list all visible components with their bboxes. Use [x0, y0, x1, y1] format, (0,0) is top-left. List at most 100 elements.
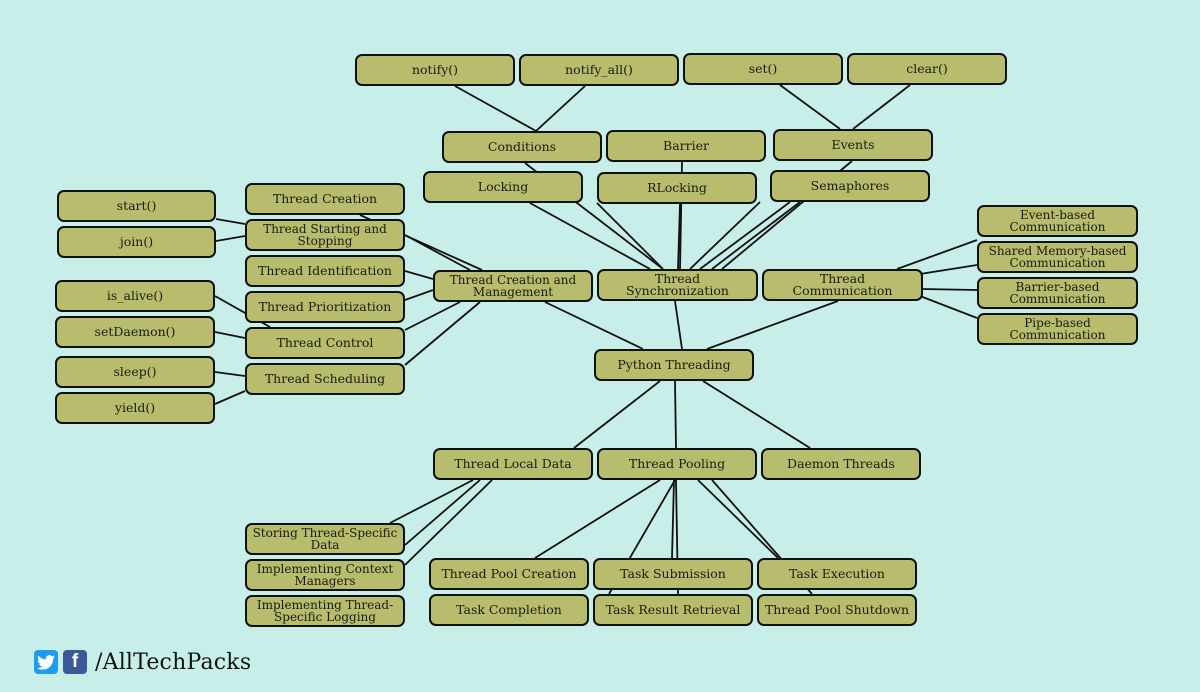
node-thread-logging: Implementing Thread-Specific Logging [245, 595, 405, 627]
node-label: Thread Creation and Management [449, 272, 577, 299]
node-set-daemon: setDaemon() [55, 316, 215, 348]
node-label: notify_all() [565, 62, 633, 77]
node-join: join() [57, 226, 216, 258]
node-label: Pipe-based Communication [1009, 315, 1106, 342]
connector-line [671, 479, 675, 559]
connector-line [535, 85, 586, 132]
connector-line [702, 380, 811, 449]
node-label: Thread Control [276, 335, 374, 350]
node-label: Barrier-based Communication [1009, 279, 1106, 306]
node-thread-creation: Thread Creation [245, 183, 405, 215]
facebook-letter: f [71, 651, 79, 672]
node-python-threading: Python Threading [594, 349, 754, 381]
connector-line [404, 270, 434, 280]
connector-line [404, 234, 471, 271]
node-label: setDaemon() [94, 324, 176, 339]
node-clear: clear() [847, 53, 1007, 85]
connector-line [919, 295, 978, 319]
connector-line [215, 218, 246, 225]
node-rlocking: RLocking [597, 172, 757, 204]
node-yield: yield() [55, 392, 215, 424]
node-task-result: Task Result Retrieval [593, 594, 753, 626]
connector-line [896, 239, 978, 270]
facebook-icon[interactable]: f [63, 650, 87, 674]
node-semaphores: Semaphores [770, 170, 930, 202]
node-thread-starting-stopping: Thread Starting and Stopping [245, 219, 405, 251]
connector-line [404, 479, 481, 546]
connector-line [404, 301, 481, 366]
connector-line [711, 201, 801, 270]
connector-line [697, 479, 779, 559]
node-label: Shared Memory-based Communication [988, 243, 1127, 270]
node-label: Event-based Communication [1009, 207, 1106, 234]
node-label: Task Completion [456, 602, 562, 617]
node-label: set() [748, 61, 778, 76]
node-label: Thread Identification [258, 263, 392, 278]
node-label: Thread Pool Creation [441, 566, 577, 581]
node-label: Semaphores [810, 178, 890, 193]
node-daemon-threads: Daemon Threads [761, 448, 921, 480]
node-thread-communication: Thread Communication [762, 269, 923, 301]
node-set: set() [683, 53, 843, 85]
node-label: yield() [114, 400, 156, 415]
node-task-execution: Task Execution [757, 558, 917, 590]
connector-line [919, 264, 978, 275]
node-label: Barrier [663, 138, 709, 153]
connector-line [215, 235, 246, 242]
node-is-alive: is_alive() [55, 280, 215, 312]
node-label: RLocking [647, 180, 707, 195]
connector-line [404, 289, 434, 301]
node-start: start() [57, 190, 216, 222]
node-label: Events [831, 137, 875, 152]
node-label: Locking [477, 179, 529, 194]
node-label: Thread Pool Shutdown [764, 602, 910, 617]
node-label: Implementing Thread-Specific Logging [256, 597, 394, 624]
connector-line [529, 202, 651, 270]
connector-line [677, 203, 681, 270]
connector-line [699, 201, 791, 270]
node-sleep: sleep() [55, 356, 215, 388]
node-label: clear() [906, 61, 948, 76]
node-notify-all: notify_all() [519, 54, 679, 86]
connector-line [214, 331, 246, 339]
connector-line [852, 84, 911, 130]
node-events: Events [773, 129, 933, 161]
connector-line [689, 201, 761, 270]
node-label: Task Result Retrieval [605, 602, 741, 617]
node-thread-scheduling: Thread Scheduling [245, 363, 405, 395]
node-locking: Locking [423, 171, 583, 203]
node-label: Thread Local Data [454, 456, 572, 471]
node-label: Thread Communication [792, 271, 893, 298]
node-label: start() [116, 198, 157, 213]
connector-line [596, 202, 664, 270]
node-thread-control: Thread Control [245, 327, 405, 359]
node-label: Daemon Threads [787, 456, 895, 471]
node-label: Task Execution [788, 566, 885, 581]
node-event-based: Event-based Communication [977, 205, 1138, 237]
connector-line [534, 479, 661, 559]
node-label: Storing Thread-Specific Data [252, 525, 398, 552]
node-label: Thread Scheduling [264, 371, 386, 386]
footer: f /AllTechPacks [34, 648, 251, 676]
node-thread-local-data: Thread Local Data [433, 448, 593, 480]
node-barrier: Barrier [606, 130, 766, 162]
connector-line [544, 301, 644, 350]
twitter-icon[interactable] [34, 650, 58, 674]
node-shared-memory: Shared Memory-based Communication [977, 241, 1138, 273]
brand-handle[interactable]: /AllTechPacks [95, 649, 252, 675]
twitter-bird-glyph [37, 654, 55, 670]
node-label: Thread Pooling [628, 456, 726, 471]
node-storing-tsd: Storing Thread-Specific Data [245, 523, 405, 555]
node-label: Thread Creation [272, 191, 378, 206]
connector-line [214, 390, 246, 405]
connector-line [674, 300, 683, 350]
node-task-submission: Task Submission [593, 558, 753, 590]
connector-line [404, 301, 461, 331]
node-thread-pooling: Thread Pooling [597, 448, 757, 480]
node-pipe-based: Pipe-based Communication [977, 313, 1138, 345]
node-label: Thread Starting and Stopping [263, 221, 387, 248]
node-task-completion: Task Completion [429, 594, 589, 626]
connector-line [573, 380, 661, 449]
connector-line [706, 300, 839, 350]
